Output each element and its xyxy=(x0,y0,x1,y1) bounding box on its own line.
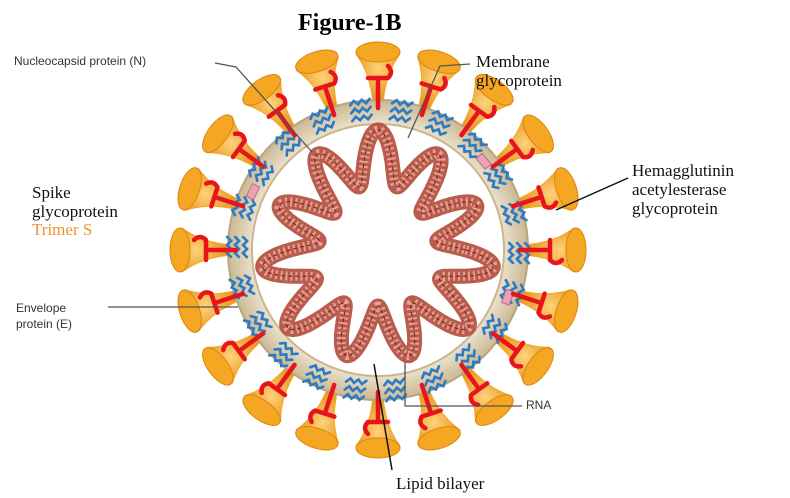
label-spike-line2: glycoprotein xyxy=(32,202,118,222)
label-hemagglutinin-line1: Hemagglutinin xyxy=(632,161,734,181)
label-envelope-line2: protein (E) xyxy=(16,318,72,332)
label-spike-line1: Spike xyxy=(32,183,71,203)
label-hemagglutinin-line3: glycoprotein xyxy=(632,199,718,219)
label-membrane-line2: glycoprotein xyxy=(476,71,562,91)
membrane-glycoprotein xyxy=(227,237,247,257)
figure-title: Figure-1B xyxy=(298,10,402,38)
label-membrane-line1: Membrane xyxy=(476,52,550,72)
label-envelope-line1: Envelope xyxy=(16,302,66,316)
label-lipid-bilayer: Lipid bilayer xyxy=(396,474,484,494)
label-nucleocapsid-protein: Nucleocapsid protein (N) xyxy=(14,55,146,69)
label-rna: RNA xyxy=(526,399,551,413)
label-hemagglutinin-line2: acetylesterase xyxy=(632,180,726,200)
membrane-glycoprotein xyxy=(509,243,529,263)
label-trimer-s: Trimer S xyxy=(32,220,92,240)
